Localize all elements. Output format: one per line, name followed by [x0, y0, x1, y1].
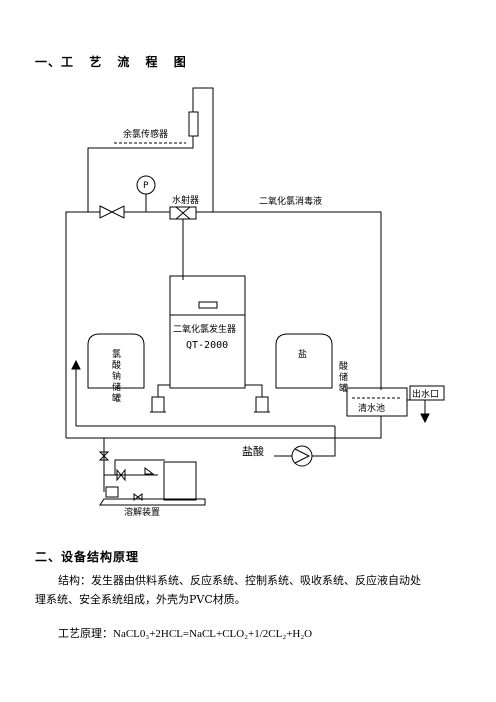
dissolving-pump-icon: [105, 486, 119, 498]
structure-text-line-1: 结构：发生器由供料系统、反应系统、控制系统、吸收系统、反应液自动处: [58, 574, 421, 587]
generator-display-icon: [198, 301, 218, 309]
residual-chlorine-sensor-icon: [188, 111, 199, 137]
structure-text-line-2: 理系统、安全系统组成，外壳为PVC材质。: [35, 593, 246, 606]
chlorate-tank-label-2: 酸: [112, 360, 121, 371]
generator-model-label: QT-2000: [186, 340, 228, 351]
section-1-title: 一、工 艺 流 程 图: [35, 53, 192, 70]
pressure-gauge-icon: [136, 175, 156, 195]
water-ejector-label: 水射器: [172, 194, 199, 206]
inlet-arrow-icon: [71, 359, 81, 370]
outlet-arrow-icon: [420, 413, 430, 424]
dissolving-valve-icon: [98, 451, 110, 461]
section-1-prefix: 一、: [35, 55, 62, 69]
process-flow-diagram: 余氯传感器 P 水射器 二氧化氯消毒液 二氧化氯发生器 QT-2000 氯 酸 …: [65, 87, 445, 518]
principle-line: 工艺原理：NaCL0₃+2HCL=NaCL+CLO₂+1/2CL₂+H₂O: [58, 625, 478, 643]
generator-name-label: 二氧化氯发生器: [173, 323, 236, 335]
dissolving-tank: [163, 461, 197, 501]
clear-water-pool-box: [346, 387, 408, 417]
water-outlet-box: [409, 385, 445, 401]
pressure-gauge-label: P: [143, 181, 149, 191]
acid-tank-icon: [275, 333, 333, 389]
acid-tank-side-label-3: 罐: [339, 382, 348, 394]
generator-box: [169, 275, 246, 389]
chlorate-tank-label-4: 储: [112, 381, 121, 393]
principle-label: 工艺原理：: [58, 628, 113, 640]
valve-icon: [99, 205, 125, 219]
hydrochloric-acid-label: 盐酸: [242, 444, 264, 458]
water-ejector-icon: [169, 206, 197, 220]
chlorate-tank-icon: [87, 333, 145, 389]
dissolving-check-valve-icon: [116, 468, 126, 482]
principle-formula: NaCL0₃+2HCL=NaCL+CLO₂+1/2CL₂+H₂O: [113, 628, 313, 640]
acid-tank-side-label-1: 酸: [339, 361, 348, 372]
sensor-line: [87, 87, 214, 212]
residual-chlorine-sensor-label: 余氯传感器: [123, 128, 168, 140]
chlorate-tank-label-3: 钠: [112, 370, 121, 382]
acid-pump-icon: [254, 396, 270, 413]
disinfectant-liquid-label: 二氧化氯消毒液: [259, 195, 322, 207]
water-outlet-label: 出水口: [412, 388, 439, 400]
acid-tank-top-label: 盐: [298, 348, 307, 360]
main-pipe: [65, 211, 100, 438]
chlorate-pump-icon: [150, 396, 166, 413]
acid-tank-side-label-2: 储: [339, 371, 348, 383]
section-2-title: 二、设备结构原理: [35, 550, 140, 564]
section-1-text: 工 艺 流 程 图: [61, 55, 192, 69]
dissolving-valve-2-icon: [133, 493, 143, 501]
dissolving-device-label: 溶解装置: [124, 506, 160, 518]
chlorate-tank-label-5: 罐: [112, 392, 121, 404]
clear-water-pool-label: 清水池: [358, 402, 385, 414]
chlorate-tank-label-1: 氯: [112, 348, 121, 360]
